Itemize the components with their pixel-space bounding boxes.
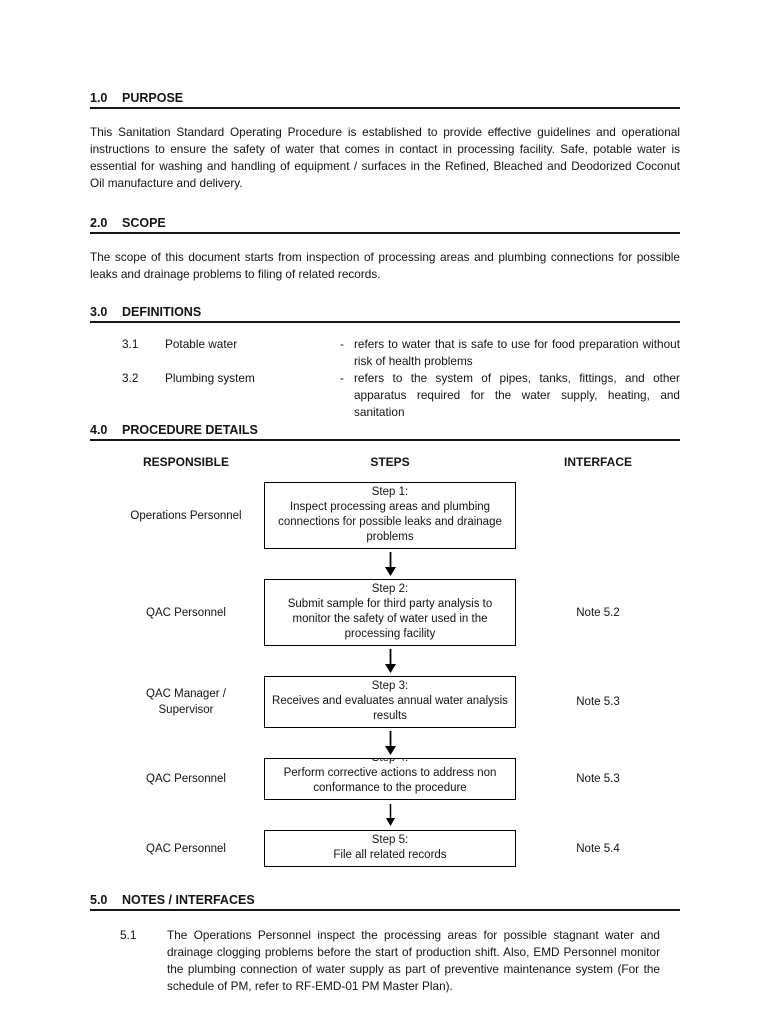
- section-title: SCOPE: [122, 216, 166, 230]
- step-description: File all related records: [333, 849, 447, 861]
- responsible-label: QAC Personnel: [146, 842, 226, 855]
- down-arrow-icon: [384, 551, 397, 577]
- section-title: NOTES / INTERFACES: [122, 893, 255, 907]
- responsible-label: QAC Personnel: [146, 606, 226, 619]
- definition-separator: -: [340, 337, 344, 351]
- section-number: 2.0: [90, 216, 108, 230]
- flowchart-step-row-5: QAC Personnel Step 5: File all related r…: [90, 830, 680, 867]
- note-text: The Operations Personnel inspect the pro…: [167, 928, 660, 993]
- scope-paragraph: The scope of this document starts from i…: [90, 250, 680, 281]
- procedure-flowchart: RESPONSIBLE STEPS INTERFACE Operations P…: [90, 455, 680, 867]
- flowchart-step-row-2: QAC Personnel Step 2: Submit sample for …: [90, 579, 680, 646]
- section-header-procedure-details: 4.0 PROCEDURE DETAILS: [90, 423, 680, 441]
- interface-note: Note 5.3: [576, 696, 620, 708]
- purpose-paragraph: This Sanitation Standard Operating Proce…: [90, 125, 680, 190]
- interface-note: Note 5.3: [576, 773, 620, 785]
- section-title: PURPOSE: [122, 91, 184, 105]
- definitions-list: 3.1 Potable water - refers to water that…: [90, 336, 680, 421]
- definition-item: 3.1 Potable water - refers to water that…: [122, 336, 680, 370]
- notes-list: 5.1 The Operations Personnel inspect the…: [90, 927, 680, 995]
- step-box-4: Step 4: Perform corrective actions to ad…: [264, 758, 516, 800]
- flowchart-header-row: RESPONSIBLE STEPS INTERFACE: [90, 455, 680, 469]
- step-description: Perform corrective actions to address no…: [283, 767, 497, 794]
- responsible-label: QAC Manager / Supervisor: [146, 688, 226, 716]
- section-header-scope: 2.0 SCOPE: [90, 216, 680, 234]
- note-item: 5.1 The Operations Personnel inspect the…: [120, 927, 680, 995]
- definition-number: 3.1: [122, 337, 139, 351]
- flow-arrow-row: [90, 549, 680, 579]
- responsible-label: Operations Personnel: [130, 509, 242, 522]
- definition-item: 3.2 Plumbing system - refers to the syst…: [122, 370, 680, 421]
- section-header-purpose: 1.0 PURPOSE: [90, 91, 680, 109]
- down-arrow-icon: [384, 648, 397, 674]
- section-number: 4.0: [90, 423, 108, 437]
- section-title: DEFINITIONS: [122, 305, 202, 319]
- section-number: 3.0: [90, 305, 108, 319]
- column-header-steps: STEPS: [370, 455, 410, 469]
- section-number: 1.0: [90, 91, 108, 105]
- step-title: Step 5:: [371, 834, 409, 846]
- column-header-interface: INTERFACE: [563, 455, 632, 469]
- step-box-5: Step 5: File all related records: [264, 830, 516, 867]
- section-number: 5.0: [90, 893, 108, 907]
- flowchart-step-row-3: QAC Manager / Supervisor Step 3: Receive…: [90, 676, 680, 728]
- flowchart-step-row-4: QAC Personnel Step 4: Perform corrective…: [90, 758, 680, 800]
- definition-term: Potable water: [165, 337, 238, 351]
- down-arrow-icon: [385, 803, 396, 827]
- step-box-2: Step 2: Submit sample for third party an…: [264, 579, 516, 646]
- step-description: Submit sample for third party analysis t…: [287, 598, 493, 640]
- flow-arrow-row: [90, 728, 680, 758]
- flow-arrow-row: [90, 646, 680, 676]
- responsible-label: QAC Personnel: [146, 773, 226, 785]
- interface-note: Note 5.2: [576, 606, 620, 619]
- step-title: Step 3:: [371, 680, 409, 692]
- section-header-definitions: 3.0 DEFINITIONS: [90, 305, 680, 323]
- section-title: PROCEDURE DETAILS: [122, 423, 258, 437]
- down-arrow-icon: [384, 730, 397, 756]
- interface-note: Note 5.4: [576, 842, 620, 855]
- step-box-1: Step 1: Inspect processing areas and plu…: [264, 482, 516, 549]
- definition-number: 3.2: [122, 371, 139, 385]
- step-box-3: Step 3: Receives and evaluates annual wa…: [264, 676, 516, 728]
- step-title: Step 1:: [371, 486, 409, 498]
- definition-separator: -: [340, 371, 344, 385]
- step-title: Step 4:: [371, 758, 409, 764]
- column-header-responsible: RESPONSIBLE: [142, 455, 229, 469]
- step-description: Inspect processing areas and plumbing co…: [278, 501, 502, 543]
- flow-arrow-row: [90, 800, 680, 830]
- definition-term: Plumbing system: [165, 371, 255, 385]
- definition-text: refers to the system of pipes, tanks, fi…: [354, 371, 680, 419]
- note-number: 5.1: [120, 928, 137, 942]
- step-title: Step 2:: [371, 583, 409, 595]
- section-header-notes-interfaces: 5.0 NOTES / INTERFACES: [90, 893, 680, 911]
- step-description: Receives and evaluates annual water anal…: [272, 695, 508, 722]
- flowchart-step-row-1: Operations Personnel Step 1: Inspect pro…: [90, 482, 680, 549]
- definition-text: refers to water that is safe to use for …: [354, 337, 680, 368]
